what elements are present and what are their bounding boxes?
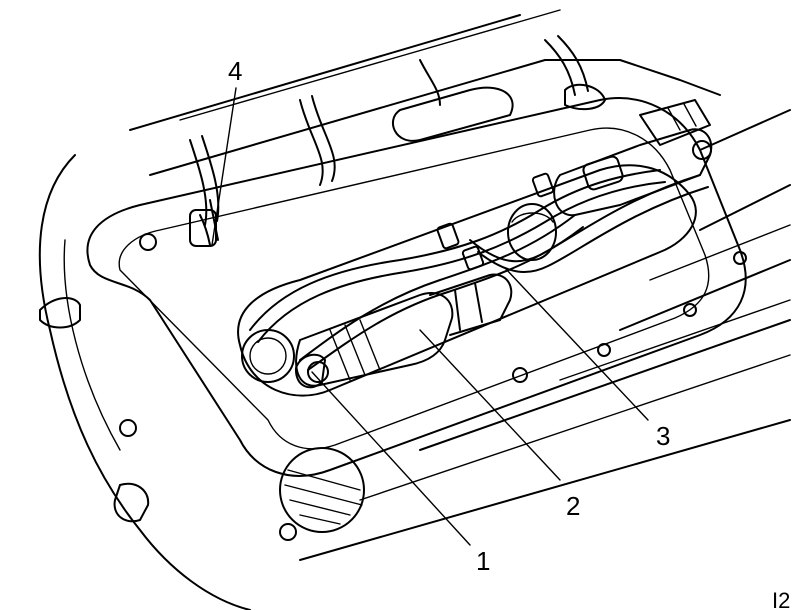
connector-assembly	[553, 99, 713, 217]
engine-block-outline	[38, 9, 791, 610]
leader-line-4	[211, 87, 237, 246]
callout-4-label: 4	[228, 56, 242, 86]
callout-2-label: 2	[566, 491, 580, 521]
leader-line-2	[419, 329, 561, 481]
pcv-hose	[199, 199, 219, 246]
wiring-harness	[249, 169, 709, 371]
leader-lines	[211, 87, 649, 546]
leader-line-3	[504, 267, 649, 421]
callout-1-label: 1	[476, 546, 490, 576]
callout-3-label: 3	[656, 421, 670, 451]
upper-hoses	[39, 35, 606, 523]
leader-line-1	[311, 371, 471, 546]
figure-reference-code: I2	[772, 588, 790, 610]
valve-cover	[86, 97, 747, 541]
spark-plug-boot	[294, 353, 326, 389]
